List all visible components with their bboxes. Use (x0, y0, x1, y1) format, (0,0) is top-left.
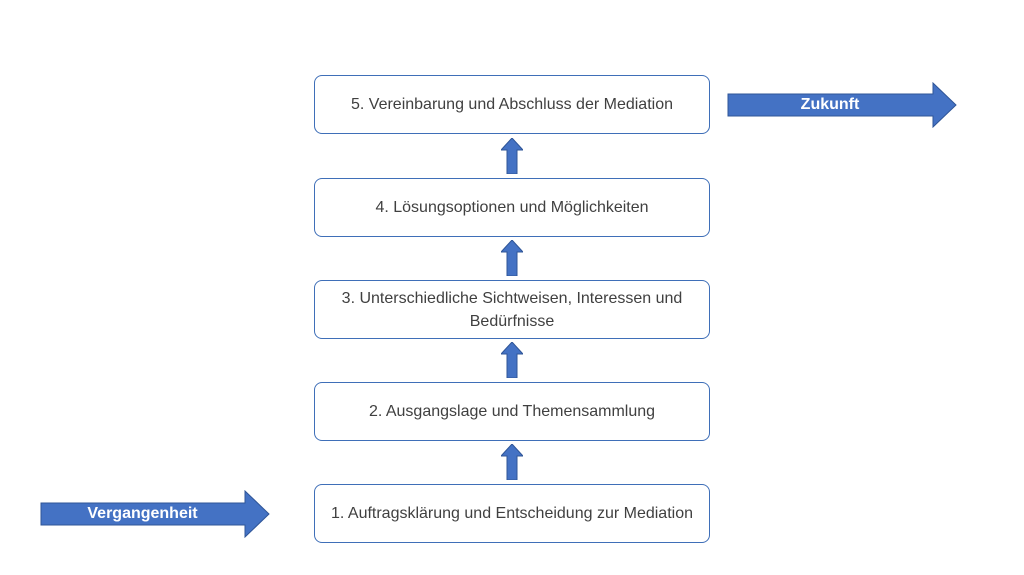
future-label: Zukunft (800, 96, 860, 113)
step-2-label: 2. Ausgangslage und Themensammlung (368, 403, 656, 420)
step-4-label: 4. Lösungsoptionen und Möglichkeiten (375, 199, 649, 216)
step-1-box: 1. Auftragsklärung und Entscheidung zur … (314, 484, 710, 543)
step-5-label: 5. Vereinbarung und Abschluss der Mediat… (351, 96, 673, 113)
up-arrow-4-to-5 (499, 137, 525, 175)
step-3-box: 3. Unterschiedliche Sichtweisen, Interes… (314, 280, 710, 339)
step-4-box: 4. Lösungsoptionen und Möglichkeiten (314, 178, 710, 237)
step-5-box: 5. Vereinbarung und Abschluss der Mediat… (314, 75, 710, 134)
up-arrow-2-to-3 (499, 341, 525, 379)
step-3-label: 3. Unterschiedliche Sichtweisen, Interes… (341, 289, 683, 330)
step-2-box: 2. Ausgangslage und Themensammlung (314, 382, 710, 441)
past-arrow: Vergangenheit (40, 490, 270, 538)
up-arrow-1-to-2 (499, 443, 525, 481)
future-arrow: Zukunft (727, 82, 957, 128)
up-arrow-3-to-4 (499, 239, 525, 277)
step-1-label: 1. Auftragsklärung und Entscheidung zur … (330, 505, 693, 522)
past-label: Vergangenheit (87, 505, 198, 522)
